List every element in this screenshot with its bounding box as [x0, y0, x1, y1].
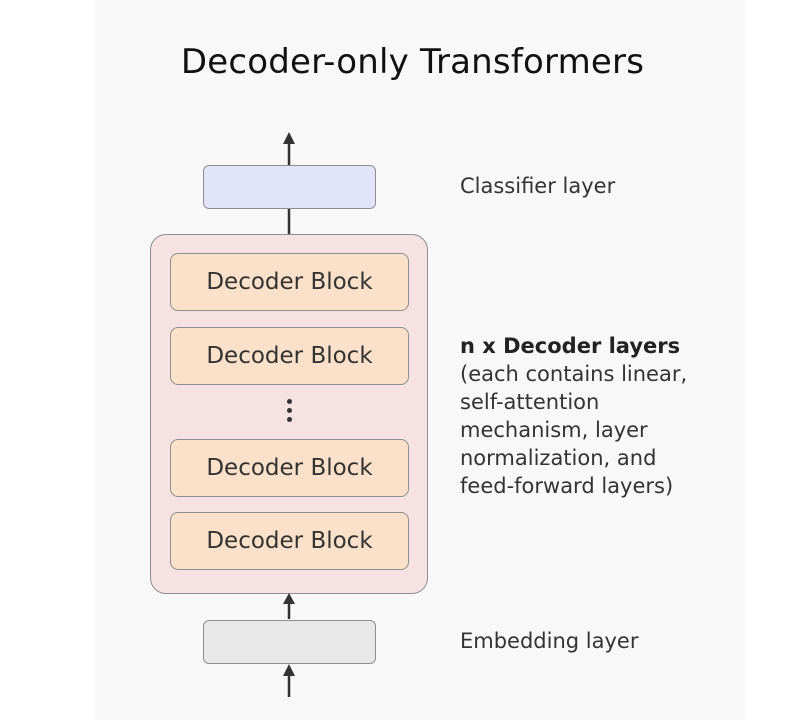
- classifier-layer-box: [203, 165, 376, 209]
- embedding-layer-label: Embedding layer: [460, 629, 639, 653]
- classifier-layer-label: Classifier layer: [460, 174, 616, 198]
- description-line: mechanism, layer: [460, 418, 648, 442]
- input-arrow: [283, 664, 295, 697]
- decoder-block: Decoder Block: [170, 512, 409, 570]
- description-line: (each contains linear,: [460, 362, 688, 386]
- decoder-block: Decoder Block: [170, 327, 409, 385]
- stack-to-classifier-connector: [287, 209, 291, 234]
- decoder-block: Decoder Block: [170, 439, 409, 497]
- embedding-layer-box: [203, 620, 376, 664]
- decoder-layers-heading: n x Decoder layers: [460, 334, 681, 358]
- decoder-layers-description: n x Decoder layers (each contains linear…: [460, 332, 687, 500]
- embedding-to-stack-arrow: [283, 593, 295, 619]
- decoder-block: Decoder Block: [170, 253, 409, 311]
- description-line: normalization, and: [460, 446, 657, 470]
- vertical-ellipsis-icon: [286, 399, 294, 425]
- description-line: feed-forward layers): [460, 474, 674, 498]
- diagram-title: Decoder-only Transformers: [180, 42, 645, 82]
- output-arrow: [283, 132, 295, 165]
- description-line: self-attention: [460, 390, 600, 414]
